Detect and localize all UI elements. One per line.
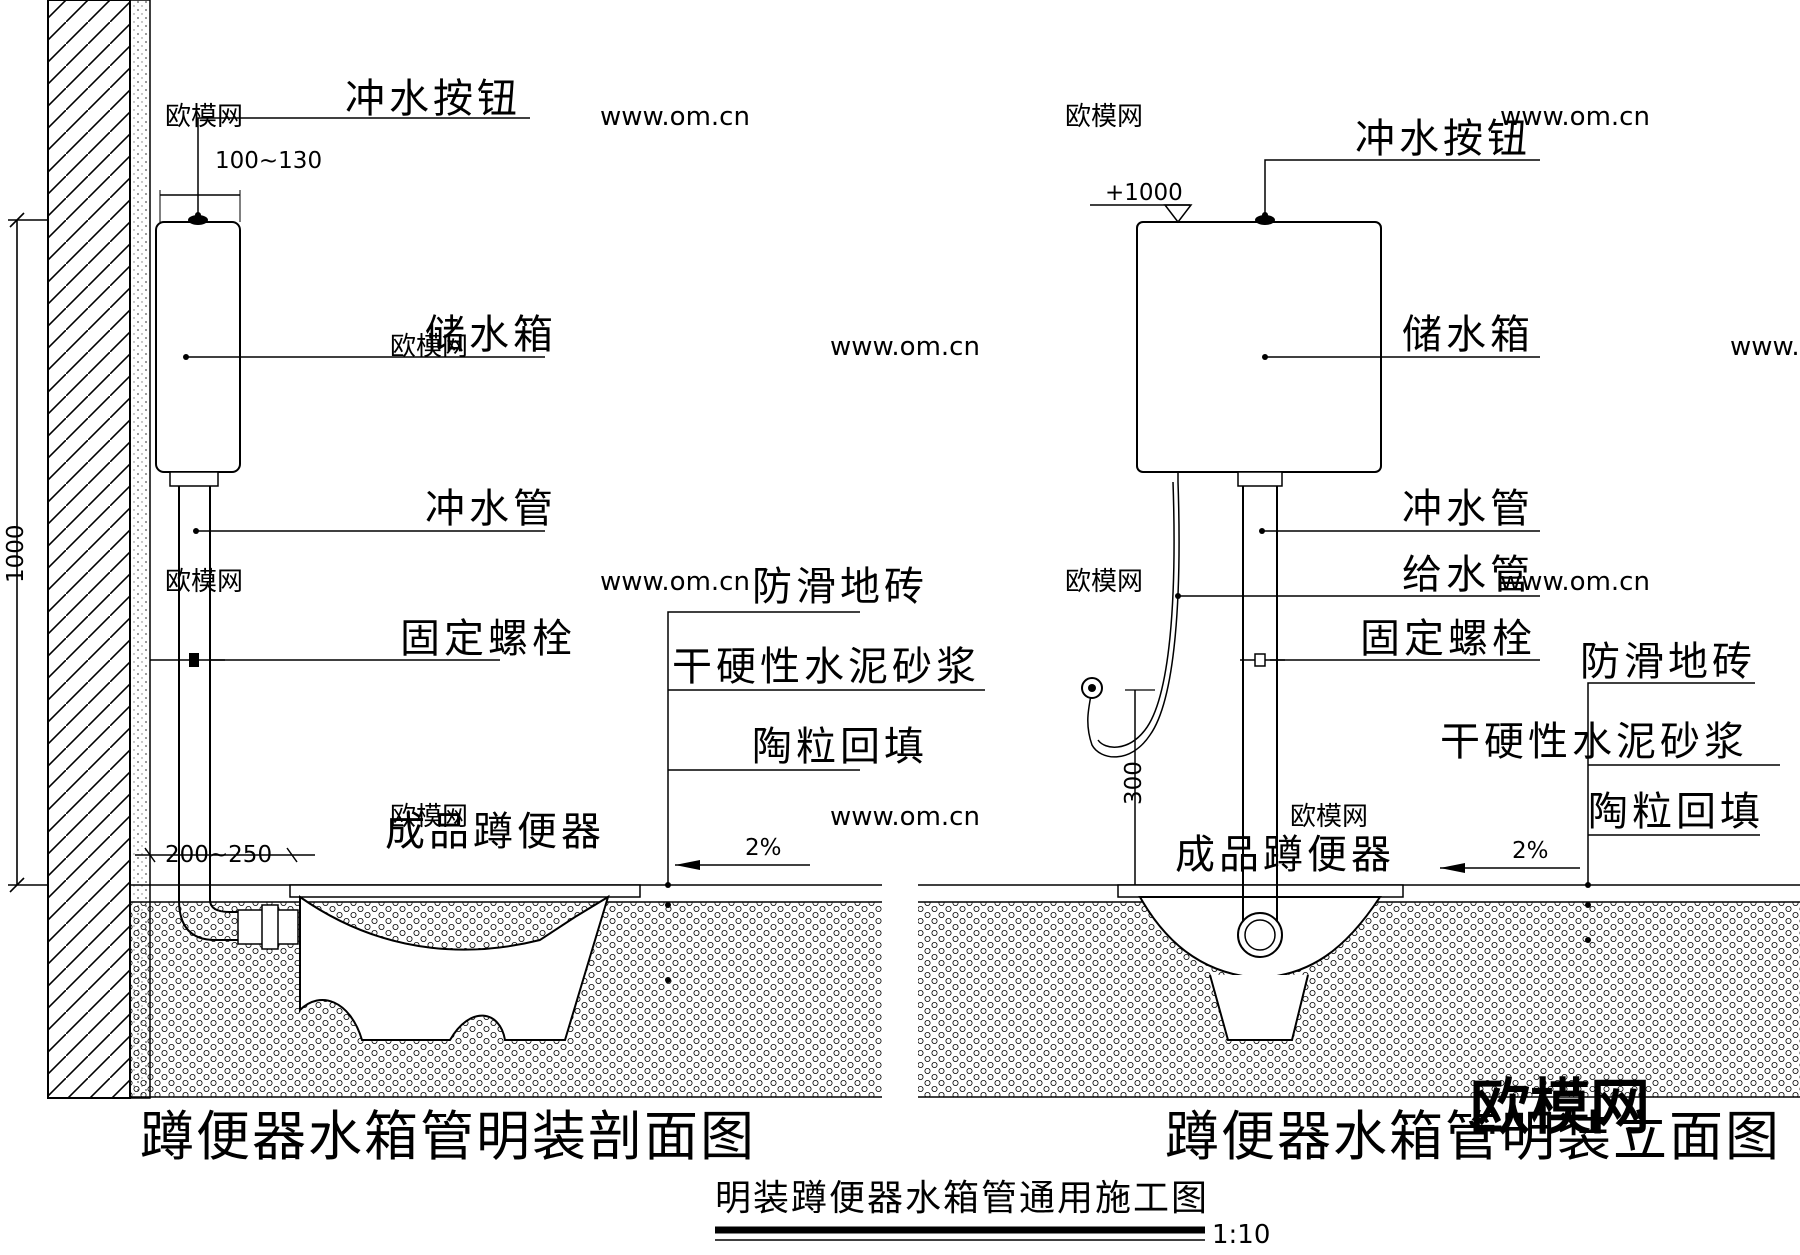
supply-height-label: 300 (1121, 761, 1147, 805)
supply-pipe (1087, 481, 1180, 758)
tank-height-label: 1000 (3, 524, 29, 583)
label-backfill: 陶粒回填 (752, 724, 928, 770)
toilet-rim (1117, 884, 1404, 898)
label-mortar: 干硬性水泥砂浆 (672, 644, 980, 690)
label-flush-button: 冲水按钮 (345, 76, 521, 122)
watermark-url: www.om.cn (830, 332, 980, 362)
toilet-rim (289, 884, 641, 898)
watermark-brand: 欧模网 (1065, 567, 1143, 597)
right-section: +1000 300 (918, 116, 1800, 1168)
elevation-label: +1000 (1105, 180, 1183, 206)
label-backfill: 陶粒回填 (1588, 789, 1764, 835)
left-section: 1000 100~130 200~250 (3, 0, 985, 1168)
label-flush-pipe: 冲水管 (425, 486, 557, 532)
flush-pipe (178, 486, 262, 941)
watermark-brand: 欧模网 (390, 802, 468, 832)
dimension-tank-height (8, 212, 48, 893)
right-slope-label: 2% (1512, 838, 1549, 864)
watermark-url: www.om.cn (830, 802, 980, 832)
button-offset-label: 100~130 (215, 148, 322, 174)
left-tank (155, 221, 241, 473)
label-bolt: 固定螺栓 (400, 616, 576, 662)
label-tank: 储水箱 (425, 312, 557, 358)
left-section-title: 蹲便器水箱管明装剖面图 (140, 1105, 756, 1168)
wall-offset-label: 200~250 (165, 842, 272, 868)
flush-button (188, 215, 208, 225)
right-tank (1136, 221, 1382, 473)
wall-plaster (129, 0, 151, 1099)
label-flush-button: 冲水按钮 (1355, 116, 1531, 162)
right-leaders (1178, 159, 1780, 885)
scale-label: 1:10 (1212, 1220, 1270, 1250)
watermark-url: www.om.cn (600, 102, 750, 132)
watermark-url: www.om.cn (1730, 332, 1800, 362)
watermark-url: www.om.cn (1500, 102, 1650, 132)
label-tile: 防滑地砖 (752, 564, 928, 610)
watermark-url: www.om.cn (1500, 567, 1650, 597)
label-tank: 储水箱 (1402, 312, 1534, 358)
label-mortar: 干硬性水泥砂浆 (1440, 719, 1748, 765)
left-slope-label: 2% (745, 835, 782, 861)
label-tile: 防滑地砖 (1580, 639, 1756, 685)
watermark-url: www.om.cn (600, 567, 750, 597)
toilet-bowl-section (299, 894, 610, 1041)
label-toilet: 成品蹲便器 (385, 809, 605, 855)
drawing-title: 明装蹲便器水箱管通用施工图 (715, 1178, 1209, 1219)
label-bolt: 固定螺栓 (1360, 616, 1536, 662)
right-section-title: 蹲便器水箱管明装立面图 (1165, 1105, 1781, 1168)
left-leaders (186, 117, 985, 885)
watermark-brand: 欧模网 (165, 567, 243, 597)
label-flush-pipe: 冲水管 (1402, 486, 1534, 532)
label-supply-pipe: 给水管 (1402, 552, 1534, 598)
watermark-brand: 欧模网 (1290, 802, 1368, 832)
watermark-brand: 欧模网 (165, 102, 243, 132)
wall-hatch (47, 0, 131, 1099)
watermark-brand: 欧模网 (1065, 102, 1143, 132)
flush-button (1255, 215, 1275, 225)
label-toilet: 成品蹲便器 (1175, 832, 1395, 878)
title-block: 明装蹲便器水箱管通用施工图 1:10 (715, 1178, 1270, 1250)
backfill-layer (918, 902, 1800, 1097)
